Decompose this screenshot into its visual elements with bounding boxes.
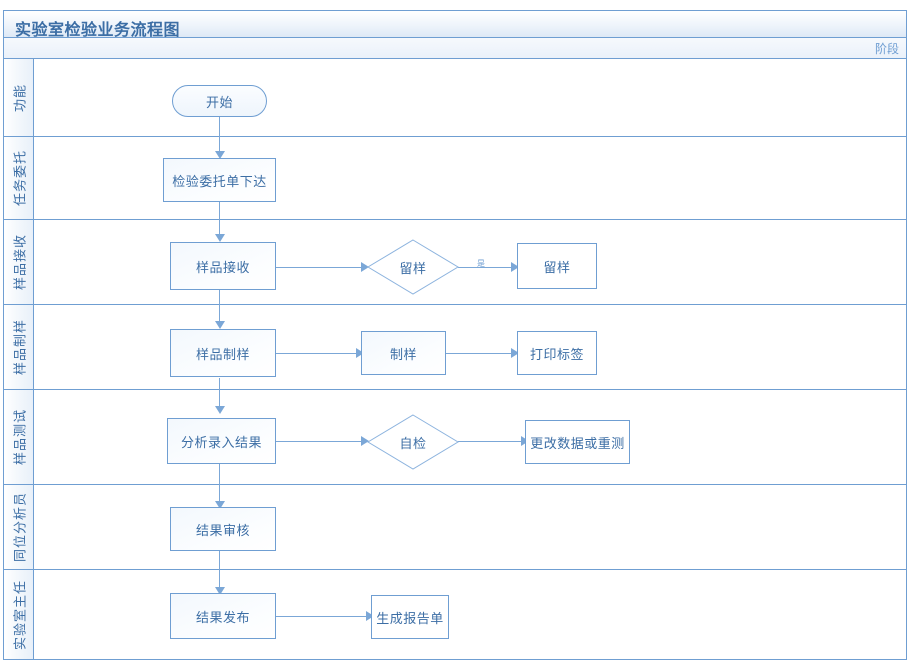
arrowhead-receive-to-prepare bbox=[215, 321, 225, 329]
lane-label-3: 样品接收 bbox=[4, 220, 34, 304]
connector-review-to-publish bbox=[219, 549, 220, 588]
node-sample-prepare-label: 样品制样 bbox=[195, 346, 250, 362]
swimlane-row-7: 实验室主任 bbox=[4, 570, 906, 659]
lane-label-7-text: 实验室主任 bbox=[12, 579, 27, 650]
arrowhead-make-to-printlabel bbox=[511, 348, 519, 358]
connector-receive-to-prepare bbox=[219, 290, 220, 322]
node-generate-report-label: 生成报告单 bbox=[376, 610, 444, 626]
lane-label-3-text: 样品接收 bbox=[12, 233, 27, 291]
node-entrust-order[interactable]: 检验委托单下达 bbox=[163, 158, 276, 202]
node-revise-or-retest-label: 更改数据或重测 bbox=[530, 435, 625, 451]
swimlane-row-6: 同位分析员 bbox=[4, 485, 906, 570]
node-result-publish-label: 结果发布 bbox=[195, 609, 250, 625]
connector-analyze-to-selfcheck bbox=[276, 441, 362, 442]
node-make-sample[interactable]: 制样 bbox=[361, 331, 446, 375]
arrowhead-start-to-entrust bbox=[215, 151, 225, 159]
edge-label-retain-yes: 是 bbox=[477, 259, 485, 268]
node-retain-sample-label: 留样 bbox=[543, 259, 571, 275]
node-print-label[interactable]: 打印标签 bbox=[517, 331, 597, 375]
connector-make-to-printlabel bbox=[446, 353, 512, 354]
connector-prepare-to-make bbox=[276, 353, 357, 354]
node-retain-decision[interactable]: 留样 bbox=[367, 239, 459, 295]
lane-label-6-text: 同位分析员 bbox=[12, 491, 27, 563]
arrowhead-prepare-to-analyze bbox=[215, 406, 225, 414]
node-start[interactable]: 开始 bbox=[172, 85, 267, 117]
page-title: 实验室检验业务流程图 bbox=[15, 22, 181, 39]
arrowhead-prepare-to-make bbox=[356, 348, 364, 358]
swimlane-row-4: 样品制样 bbox=[4, 305, 906, 390]
node-retain-sample[interactable]: 留样 bbox=[517, 243, 597, 289]
node-start-label: 开始 bbox=[205, 94, 233, 110]
connector-selfcheck-to-revise bbox=[458, 441, 522, 442]
swimlane-row-1: 功能 bbox=[4, 59, 906, 137]
connector-receive-to-retaincheck bbox=[276, 267, 362, 268]
node-entrust-order-label: 检验委托单下达 bbox=[172, 173, 267, 189]
arrowhead-retaincheck-to-retain bbox=[511, 262, 519, 272]
lane-label-4: 样品制样 bbox=[4, 305, 34, 389]
diagram-title-bar: 实验室检验业务流程图 bbox=[4, 11, 906, 39]
connector-publish-to-report bbox=[276, 616, 367, 617]
diamond-shape-icon bbox=[367, 239, 459, 295]
node-sample-receive[interactable]: 样品接收 bbox=[170, 242, 276, 290]
connector-start-to-entrust bbox=[219, 117, 220, 152]
node-self-check-decision-label: 自检 bbox=[399, 435, 427, 451]
arrowhead-analyze-to-review bbox=[215, 501, 225, 509]
node-result-review-label: 结果审核 bbox=[195, 522, 250, 538]
node-analyze-input-result[interactable]: 分析录入结果 bbox=[167, 418, 276, 464]
arrowhead-entrust-to-receive bbox=[215, 234, 225, 242]
phase-header-bar: 阶段 bbox=[4, 38, 906, 59]
phase-header-label: 阶段 bbox=[874, 42, 899, 56]
arrowhead-review-to-publish bbox=[215, 587, 225, 595]
diamond-shape-icon bbox=[367, 414, 459, 470]
lane-label-1: 功能 bbox=[4, 59, 34, 136]
lane-label-7: 实验室主任 bbox=[4, 570, 34, 659]
node-result-review[interactable]: 结果审核 bbox=[170, 507, 276, 551]
node-generate-report[interactable]: 生成报告单 bbox=[371, 595, 449, 639]
connector-analyze-to-review bbox=[219, 464, 220, 502]
arrowhead-analyze-to-selfcheck bbox=[361, 436, 369, 446]
node-retain-decision-label: 留样 bbox=[399, 260, 427, 276]
diagram-frame bbox=[3, 10, 907, 660]
lane-label-4-text: 样品制样 bbox=[12, 318, 27, 376]
node-analyze-input-result-label: 分析录入结果 bbox=[180, 434, 262, 450]
swimlane-row-5: 样品测试 bbox=[4, 390, 906, 485]
node-sample-prepare[interactable]: 样品制样 bbox=[170, 329, 276, 377]
node-self-check-decision[interactable]: 自检 bbox=[367, 414, 459, 470]
lane-label-6: 同位分析员 bbox=[4, 485, 34, 569]
connector-retaincheck-to-retain bbox=[458, 267, 512, 268]
node-result-publish[interactable]: 结果发布 bbox=[170, 593, 276, 639]
connector-entrust-to-receive bbox=[219, 202, 220, 235]
lane-label-1-text: 功能 bbox=[12, 83, 27, 112]
connector-prepare-to-analyze bbox=[219, 378, 220, 410]
lane-label-5: 样品测试 bbox=[4, 390, 34, 484]
lane-label-5-text: 样品测试 bbox=[12, 408, 27, 466]
lane-label-2: 任务委托 bbox=[4, 137, 34, 219]
swimlane-row-3: 样品接收 bbox=[4, 220, 906, 305]
swimlane-row-2: 任务委托 bbox=[4, 137, 906, 220]
arrowhead-receive-to-retaincheck bbox=[361, 262, 369, 272]
node-sample-receive-label: 样品接收 bbox=[195, 259, 250, 275]
node-print-label-label: 打印标签 bbox=[529, 346, 584, 362]
lane-label-2-text: 任务委托 bbox=[12, 149, 27, 207]
node-revise-or-retest[interactable]: 更改数据或重测 bbox=[525, 420, 630, 464]
node-make-sample-label: 制样 bbox=[389, 346, 417, 362]
arrowhead-publish-to-report bbox=[366, 611, 374, 621]
